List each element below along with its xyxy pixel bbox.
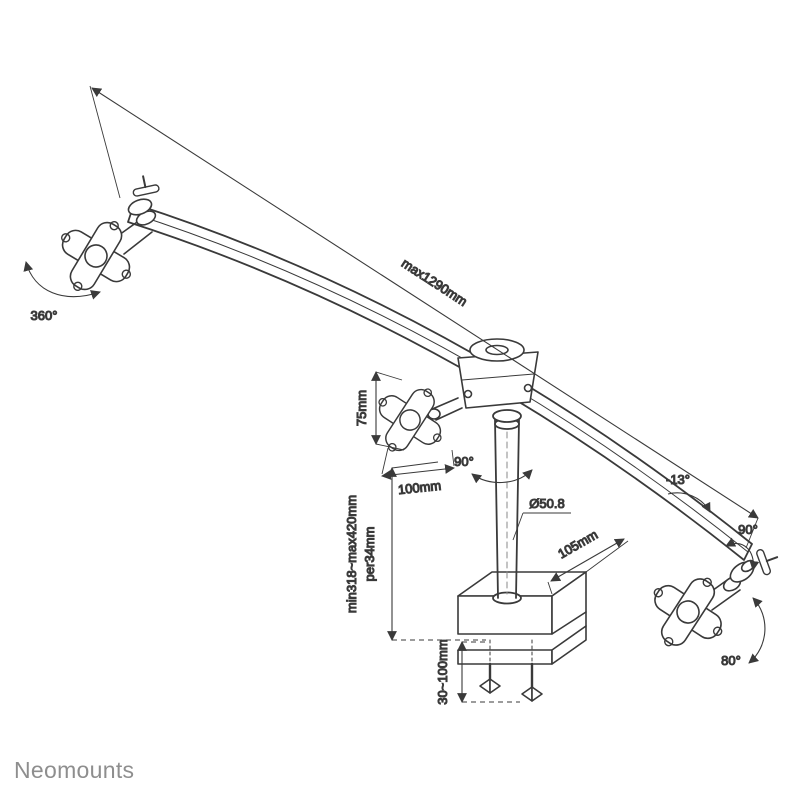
right-wing-bolt	[754, 543, 783, 577]
ext-line-100-right	[451, 449, 455, 467]
arrow-tilt-right	[667, 492, 711, 513]
wing-nut-left-2	[489, 678, 501, 694]
left-wing-bolt	[129, 172, 161, 198]
leader-pole-diameter	[512, 512, 524, 541]
ext-line-100-left	[381, 447, 389, 475]
arrow-swivel-left	[23, 261, 101, 300]
crossbar-centerline	[130, 212, 749, 553]
label-max-length: max1290mm	[399, 255, 470, 309]
label-pole-rotation: 90°	[454, 454, 474, 469]
arrow-swivel-right	[725, 537, 760, 571]
dimensions: max1290mm 360° 75mm 100mm 90° Ø50.8 105m…	[23, 85, 766, 705]
ext-line-105-back	[585, 540, 629, 573]
dimension-clamp-depth	[550, 538, 625, 582]
label-swivel-right: 90°	[738, 522, 758, 537]
bracket-screw-right	[523, 383, 533, 393]
ext-line-75-bottom	[375, 443, 405, 451]
pole-collar-top	[492, 409, 522, 423]
label-desk-thickness: 30~100mm	[435, 639, 450, 704]
mount-hardware	[53, 172, 783, 702]
label-tilt-right: -13°	[666, 472, 690, 487]
desk-clamp	[457, 571, 587, 702]
dimension-vesa-width	[381, 464, 455, 480]
wing-nut-right-2	[531, 686, 543, 702]
label-rotation-right: 80°	[721, 653, 741, 668]
pole	[492, 409, 522, 605]
crossbar	[127, 203, 753, 561]
wing-nut-right	[521, 686, 533, 702]
ext-line-105-front	[547, 581, 553, 595]
right-arm-bottom	[711, 589, 741, 611]
left-vesa-plate	[53, 213, 139, 299]
label-swivel-left: 360°	[31, 308, 58, 323]
label-vesa-width: 100mm	[397, 478, 442, 497]
label-height-step: per34mm	[362, 527, 377, 582]
clamp-lower-jaw-side	[551, 625, 587, 665]
bracket-screw-left	[463, 389, 473, 399]
wing-nut-left	[479, 678, 491, 694]
arrow-pole-rotation	[471, 469, 533, 484]
ext-line-75-top	[375, 371, 403, 381]
brand-logo: Neomounts	[14, 757, 135, 783]
dimension-max-length	[91, 87, 759, 519]
label-pole-diameter: Ø50.8	[529, 496, 564, 511]
left-arm-bottom	[123, 231, 153, 255]
right-vesa-plate	[646, 570, 730, 654]
clamp-lower-jaw	[457, 649, 553, 665]
arrow-rotation-right	[748, 597, 766, 664]
ext-line-height-top	[391, 461, 439, 469]
label-vesa-height: 75mm	[354, 390, 369, 426]
label-height-range: min318~max420mm	[344, 495, 359, 613]
